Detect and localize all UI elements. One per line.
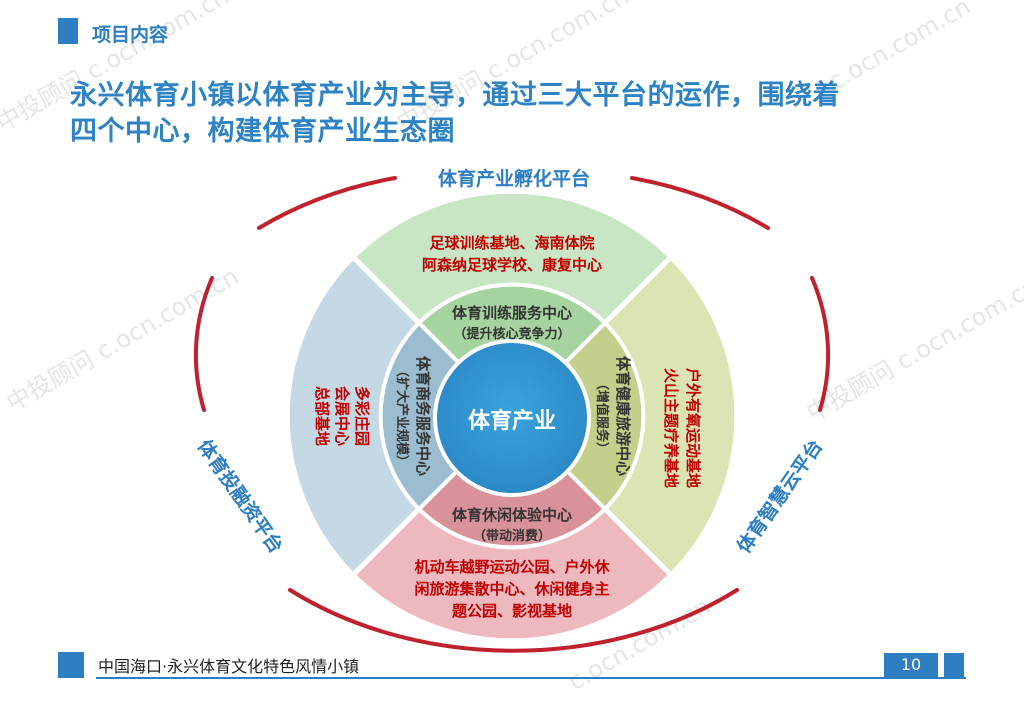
page-number: 10 [884, 653, 938, 677]
platform-top-label: 体育产业孵化平台 [438, 167, 590, 190]
center-top-name: 体育训练服务中心 [452, 304, 572, 322]
ring-arc-bottom [288, 588, 739, 653]
svg-text:总部基地: 总部基地 [313, 386, 331, 446]
footer-title: 中国海口·永兴体育文化特色风情小镇 [98, 657, 360, 676]
outer-right-text: 户外有氧运动基地 火山主题疗养基地 [662, 368, 702, 488]
svg-text:（扩大产业规模）: （扩大产业规模） [394, 364, 410, 468]
center-bottom-sub: （带动消费） [473, 528, 551, 544]
center-left-text: 体育商务服务中心 （扩大产业规模） [394, 356, 432, 476]
svg-text:体育投融资平台: 体育投融资平台 [193, 435, 288, 557]
title-line-2: 四个中心，构建体育产业生态圈 [70, 116, 455, 147]
outer-bottom-line-2: 闲旅游集散中心、休闲健身主 [414, 580, 609, 598]
svg-text:会展中心: 会展中心 [333, 386, 351, 446]
ring-arc-right [810, 276, 831, 412]
page-title: 永兴体育小镇以体育产业为主导，通过三大平台的运作，围绕着 四个中心，构建体育产业… [70, 78, 970, 150]
center-top-sub: （提升核心竞争力） [453, 326, 570, 342]
svg-text:户外有氧运动基地: 户外有氧运动基地 [684, 368, 702, 488]
center-right-text: 体育健康旅游中心 （增值服务） [594, 356, 632, 476]
platform-right-label: 体育智慧云平台 [732, 435, 827, 557]
title-line-1: 永兴体育小镇以体育产业为主导，通过三大平台的运作，围绕着 [70, 80, 840, 111]
svg-text:多彩庄园: 多彩庄园 [353, 386, 371, 446]
svg-text:体育健康旅游中心: 体育健康旅游中心 [614, 356, 632, 476]
section-marker [58, 18, 78, 44]
footer-marker [58, 652, 84, 678]
svg-text:体育商务服务中心: 体育商务服务中心 [414, 356, 432, 476]
core-circle [433, 339, 591, 497]
svg-text:（增值服务）: （增值服务） [594, 377, 610, 455]
outer-bottom-line-1: 机动车越野运动公园、户外休 [414, 558, 610, 576]
page-number-accent [944, 653, 964, 677]
ring-arc-left [193, 276, 214, 412]
svg-text:火山主题疗养基地: 火山主题疗养基地 [662, 368, 680, 488]
footer-divider [96, 677, 966, 679]
svg-text:体育智慧云平台: 体育智慧云平台 [732, 435, 827, 557]
outer-top-line-1: 足球训练基地、海南体院 [429, 234, 594, 252]
core-label: 体育产业 [468, 408, 556, 434]
ring-arc-top [257, 176, 397, 230]
section-label: 项目内容 [92, 24, 169, 46]
outer-left-text: 多彩庄园 会展中心 总部基地 [313, 386, 371, 446]
outer-bottom-line-3: 题公园、影视基地 [452, 602, 572, 620]
inner-ring-dots [378, 282, 646, 550]
outer-top-line-2: 阿森纳足球学校、康复中心 [422, 256, 602, 274]
center-bottom-name: 体育休闲体验中心 [452, 506, 572, 524]
ring-arc-top [630, 176, 770, 230]
platform-left-label: 体育投融资平台 [193, 435, 288, 557]
